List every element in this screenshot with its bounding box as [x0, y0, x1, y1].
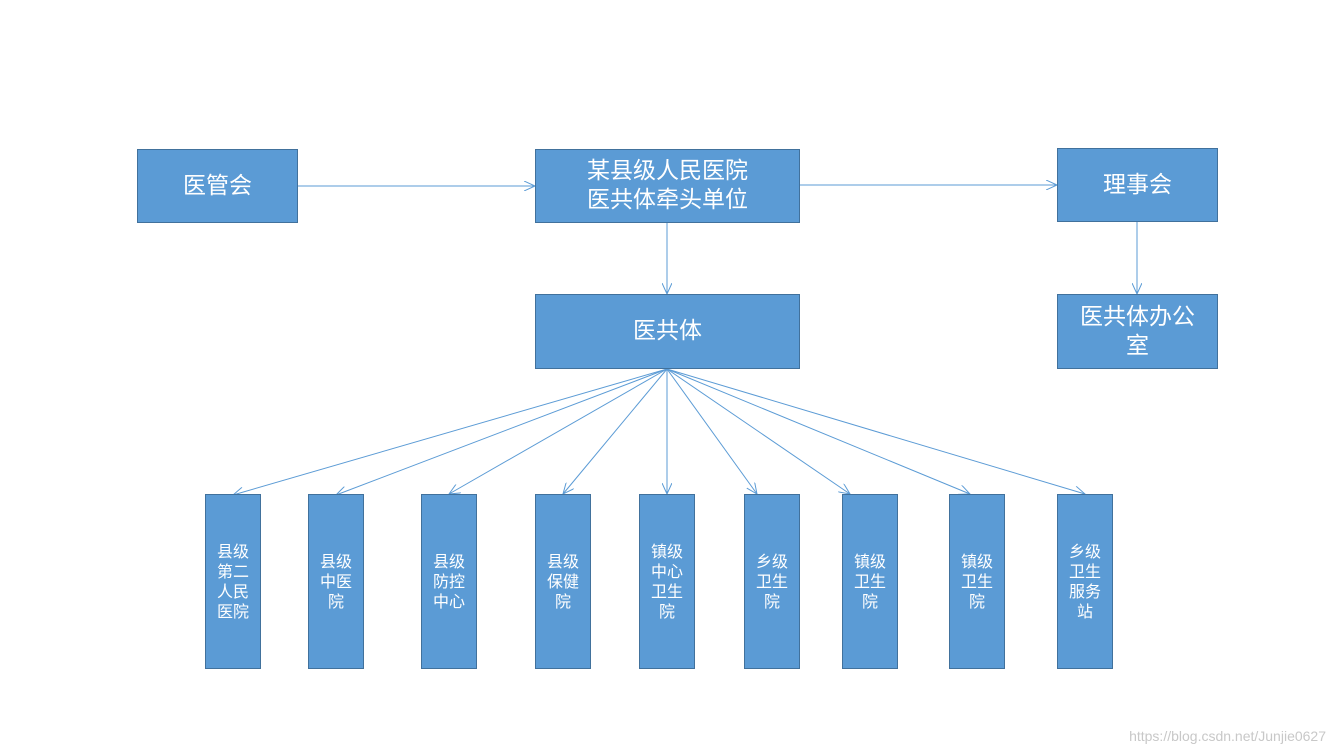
child-node-label: 乡级卫生院: [755, 551, 788, 611]
arrow-yigongti-to-child-9: [666, 368, 1085, 494]
arrow-yigongti-to-child-2: [336, 368, 668, 495]
arrow-yigongti-to-child-1: [233, 368, 668, 495]
child-node-label: 镇级中心卫生院: [650, 541, 683, 621]
node-yiguanhui-label: 医管会: [183, 172, 252, 199]
child-node-label: 县级中医院: [319, 551, 352, 611]
child-node: 乡级卫生院: [744, 494, 800, 669]
node-yiguanhui: 医管会: [137, 149, 298, 223]
child-node: 县级第二人民医院: [205, 494, 261, 669]
child-node-label: 镇级卫生院: [960, 551, 993, 611]
arrow-yigongti-to-child-4: [563, 368, 668, 494]
arrow-yigongti-to-child-6: [666, 368, 757, 494]
node-community-office: 医共体办公室: [1057, 294, 1218, 369]
node-medical-community-label: 医共体: [633, 318, 702, 344]
child-node: 县级保健院: [535, 494, 591, 669]
node-lead-hospital: 某县级人民医院医共体牵头单位: [535, 149, 800, 223]
arrow-yigongti-to-child-7: [666, 368, 850, 494]
child-node-label: 镇级卫生院: [853, 551, 886, 611]
child-node: 镇级卫生院: [842, 494, 898, 669]
child-node: 镇级卫生院: [949, 494, 1005, 669]
child-node-label: 县级防控中心: [432, 551, 465, 611]
node-community-office-label: 医共体办公室: [1080, 303, 1195, 359]
child-node-label: 县级保健院: [546, 551, 579, 611]
node-lead-hospital-label: 某县级人民医院医共体牵头单位: [587, 158, 748, 213]
node-board-label: 理事会: [1103, 171, 1172, 198]
watermark-text: https://blog.csdn.net/Junjie0627: [1129, 728, 1326, 744]
child-node: 乡级卫生服务站: [1057, 494, 1113, 669]
arrow-yigongti-to-child-8: [666, 368, 970, 494]
node-board: 理事会: [1057, 148, 1218, 222]
child-node-label: 县级第二人民医院: [216, 541, 249, 621]
child-node-label: 乡级卫生服务站: [1068, 541, 1101, 621]
child-node: 县级中医院: [308, 494, 364, 669]
arrow-yigongti-to-child-3: [449, 368, 668, 494]
child-node: 县级防控中心: [421, 494, 477, 669]
node-medical-community: 医共体: [535, 294, 800, 369]
child-node: 镇级中心卫生院: [639, 494, 695, 669]
